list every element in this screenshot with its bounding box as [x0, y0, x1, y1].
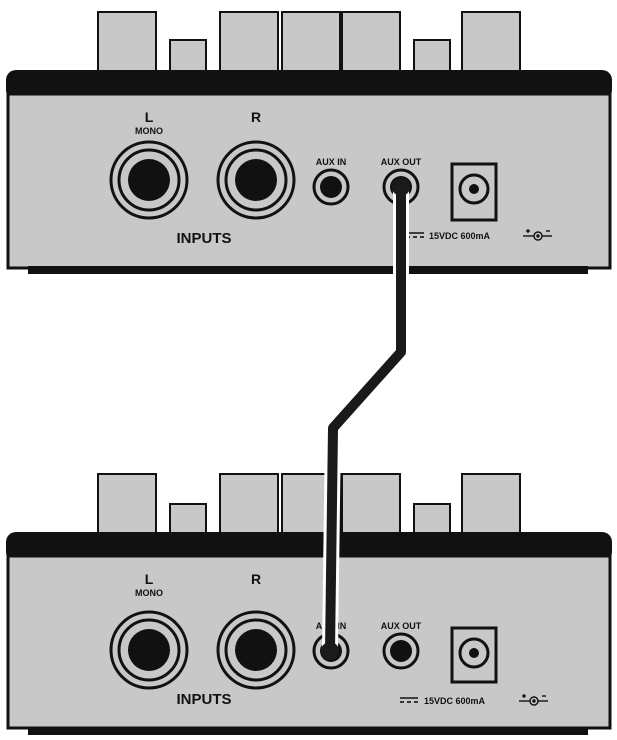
top-input-l-label: L: [145, 109, 154, 125]
knob: [169, 39, 207, 75]
top-aux-in-label: AUX IN: [316, 157, 347, 167]
top-unit: L MONO R AUX IN AUX OUT INPUTS 15VDC 600…: [6, 11, 612, 274]
jack-socket-icon: [312, 168, 350, 206]
knob: [413, 503, 451, 537]
bottom-input-l-label: L: [145, 571, 154, 587]
cable-body: [325, 182, 406, 656]
top-knob-row: [97, 11, 521, 75]
dc-current-symbol-icon: [400, 697, 418, 703]
top-inputs-label: INPUTS: [176, 230, 231, 247]
knob: [461, 11, 521, 75]
top-power-label: 15VDC 600mA: [429, 231, 491, 241]
dc-polarity-icon: [523, 229, 552, 241]
bottom-unit: L MONO R AUX IN AUX OUT INPUTS 15VDC 600…: [6, 473, 612, 735]
knob: [219, 11, 279, 75]
jack-socket-icon: [216, 140, 296, 220]
bottom-rear-panel: [6, 554, 612, 730]
dc-polarity-icon: [519, 694, 548, 706]
bottom-power-label: 15VDC 600mA: [424, 696, 486, 706]
cable-plug-bottom: [321, 642, 339, 660]
jack-socket-icon: [109, 610, 189, 690]
top-rear-panel: [6, 92, 612, 270]
top-input-l-sublabel: MONO: [135, 126, 163, 136]
cable-plug-top: [392, 178, 410, 196]
knob: [97, 473, 157, 537]
knob: [97, 11, 157, 75]
dc-power-socket-icon: [450, 626, 498, 684]
bottom-input-r-label: R: [251, 571, 261, 587]
knob: [341, 11, 401, 75]
bottom-aux-out-label: AUX OUT: [381, 621, 422, 631]
knob: [413, 39, 451, 75]
aux-link-cable: [321, 178, 410, 660]
jack-socket-icon: [382, 632, 420, 670]
bottom-inputs-label: INPUTS: [176, 691, 231, 708]
top-aux-out-label: AUX OUT: [381, 157, 422, 167]
knob: [281, 11, 341, 75]
bottom-knob-row: [97, 473, 521, 537]
jack-socket-icon: [109, 140, 189, 220]
knob: [461, 473, 521, 537]
knob: [169, 503, 207, 537]
top-panel-base: [28, 266, 588, 274]
dc-power-socket-icon: [450, 162, 498, 222]
knob: [341, 473, 401, 537]
bottom-input-l-sublabel: MONO: [135, 588, 163, 598]
jack-socket-icon: [216, 610, 296, 690]
knob: [219, 473, 279, 537]
bottom-panel-base: [28, 727, 588, 735]
top-input-r-label: R: [251, 109, 261, 125]
